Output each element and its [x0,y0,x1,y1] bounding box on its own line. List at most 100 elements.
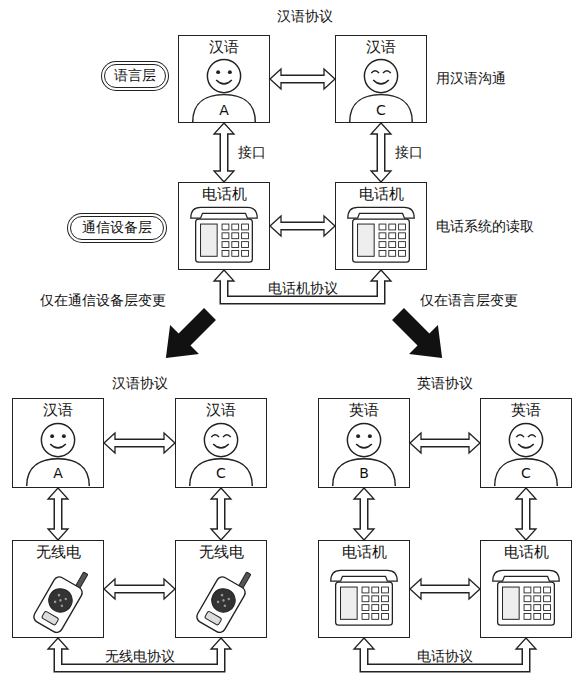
layer-name: 语言层 [114,67,156,85]
edge-label: 电话机协议 [268,280,338,298]
arrow-head [354,638,374,649]
arrow-outline [224,281,381,300]
arrow-head [48,638,68,649]
annotation-text: 仅在通信设备层变更 [40,292,166,310]
arrow-head [469,579,480,599]
arrow-outline [364,649,526,668]
arrow-fill [361,497,367,531]
box-heading: 电话机 [319,543,409,562]
arrow-outline [115,585,164,594]
box-heading: 汉语 [13,401,103,420]
person-box: 汉语 C [175,398,267,488]
double-arrow [354,488,374,540]
arrow-head [270,69,281,89]
arrow-head [324,216,335,236]
phone-box: 电话机 [318,540,410,638]
annotation-text: 汉语协议 [112,375,168,393]
double-arrow [211,488,231,540]
arrow-fill [279,76,326,82]
annotation-text: 用汉语沟通 [436,70,506,88]
arrow-head [164,579,175,599]
annotation-text: 电话系统的读取 [436,218,534,236]
arrow-head [214,123,234,134]
arrow-fill [218,497,224,531]
person-letter: A [13,465,103,481]
arrow-outline [421,439,469,448]
arrow-outline [281,75,324,84]
edge-label: 接口 [395,144,423,162]
person-letter: C [481,465,571,481]
box-heading: 电话机 [336,185,426,204]
arrow-fill [419,440,471,446]
person-letter: A [179,102,269,118]
edge-label: 无线电协议 [105,648,175,666]
double-arrow [104,433,175,453]
person-letter: B [319,465,409,481]
big-arrow [151,300,224,373]
box-heading: 英语 [481,401,571,420]
arrow-fill [279,223,326,229]
arrow-head [371,123,391,134]
big-arrow [384,300,457,373]
box-heading: 英语 [319,401,409,420]
box-heading: 电话机 [179,185,269,204]
arrow-fill [419,586,471,592]
radio-box: 无线电 [175,540,267,638]
annotation-text: 汉语协议 [277,8,333,26]
double-arrow [48,638,231,668]
arrow-head [516,638,536,649]
layer-label: 通信设备层 [70,216,164,240]
box-heading: 汉语 [176,401,266,420]
annotation-text: 英语协议 [417,375,473,393]
phone-box: 电话机 [480,540,572,638]
box-heading: 汉语 [336,38,426,57]
arrow-head [371,270,391,281]
double-arrow [516,488,536,540]
person-box: 汉语 A [178,35,270,123]
arrow-fill [224,279,381,300]
radio-box: 无线电 [12,540,104,638]
double-arrow [410,433,480,453]
person-letter: C [176,465,266,481]
arrow-fill [523,497,529,531]
box-heading: 电话机 [481,543,571,562]
arrow-head [214,270,234,281]
arrow-head [469,433,480,453]
double-arrow [214,270,391,300]
arrow-head [104,579,115,599]
arrow-head [270,216,281,236]
layer-name: 通信设备层 [82,219,152,237]
box-heading: 汉语 [179,38,269,57]
annotation-text: 仅在语言层变更 [420,292,518,310]
arrow-head [516,529,536,540]
double-arrow [410,579,480,599]
arrow-head [516,488,536,499]
arrow-fill [55,497,61,531]
arrow-outline [281,222,324,231]
arrow-head [48,529,68,540]
arrow-head [410,433,421,453]
arrow-fill [113,586,166,592]
layer-label: 语言层 [104,64,166,88]
arrow-fill [221,132,227,173]
phone-box: 电话机 [335,182,427,270]
double-arrow [214,123,234,182]
arrow-outline [54,499,63,529]
double-arrow [270,69,335,89]
person-box: 英语 B [318,398,410,488]
arrow-head [354,529,374,540]
arrow-outline [377,134,386,171]
arrow-fill [113,440,166,446]
arrow-outline [360,499,369,529]
double-arrow [371,123,391,182]
person-box: 英语 C [480,398,572,488]
phone-box: 电话机 [178,182,270,270]
arrow-head [211,529,231,540]
double-arrow [104,579,175,599]
arrow-outline [115,439,164,448]
box-heading: 无线电 [176,543,266,562]
box-heading: 无线电 [13,543,103,562]
arrow-head [354,488,374,499]
